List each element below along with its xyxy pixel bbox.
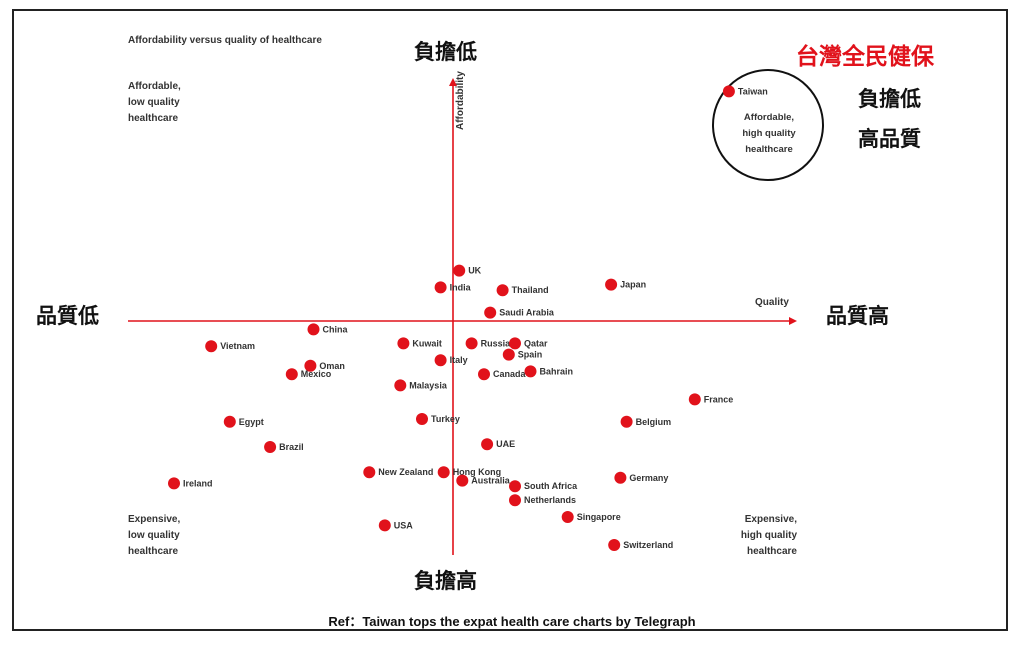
data-point-vietnam: [205, 340, 218, 353]
data-point-france: [688, 393, 701, 406]
reference-note: Ref：Taiwan tops the expat health care ch…: [328, 614, 696, 629]
data-point-south-africa: [509, 480, 521, 493]
data-point-oman: [304, 359, 317, 372]
callout-line: healthcare: [745, 144, 793, 155]
chart-subtitle: Affordability versus quality of healthca…: [128, 35, 322, 46]
quadrant-top-left-label: Affordable, low quality healthcare: [128, 79, 181, 127]
callout-line: Affordable,: [743, 112, 795, 123]
quadrant-line: healthcare: [128, 546, 179, 557]
quadrant-line: Expensive,: [744, 514, 797, 525]
data-point-ireland: [168, 477, 180, 490]
data-point-label: USA: [394, 520, 414, 530]
data-point-label: Brazil: [279, 442, 304, 452]
data-point-malaysia: [394, 379, 407, 392]
taiwan-callout-text: Affordable, high quality healthcare: [733, 110, 805, 158]
data-point-egypt: [223, 415, 236, 428]
brand-tagline-1: 負擔低: [858, 87, 921, 111]
data-point-usa: [378, 519, 391, 532]
data-point-hong-kong: [437, 466, 450, 479]
data-point-mexico: [285, 368, 298, 381]
data-point-label: Malaysia: [409, 380, 448, 390]
axis-bottom-label: 負擔高: [414, 569, 477, 593]
data-point-label: Vietnam: [220, 341, 255, 351]
data-point-india: [434, 281, 447, 294]
data-point-label: Qatar: [524, 338, 548, 348]
data-point-brazil: [264, 441, 277, 453]
data-point-label: UAE: [496, 439, 515, 449]
data-point-label: Italy: [450, 355, 468, 365]
quadrant-line: high quality: [740, 530, 797, 541]
data-point-switzerland: [608, 539, 621, 551]
quadrant-bottom-left-label: Expensive, low quality healthcare: [128, 512, 180, 560]
data-point-label: France: [704, 394, 734, 404]
callout-line: high quality: [742, 128, 796, 139]
quadrant-line: healthcare: [746, 546, 797, 557]
brand-tagline-2: 高品質: [858, 127, 921, 151]
data-point-label: China: [323, 324, 349, 334]
data-point-label: Belgium: [636, 417, 672, 427]
data-point-label: Spain: [518, 350, 543, 360]
quadrant-line: healthcare: [128, 113, 179, 124]
data-point-label: Turkey: [431, 414, 460, 424]
data-point-canada: [478, 368, 490, 381]
axis-right-label: 品質高: [826, 304, 889, 328]
data-point-label: Mexico: [301, 369, 332, 379]
data-point-label: Switzerland: [623, 540, 673, 550]
data-point-label: Saudi Arabia: [499, 308, 555, 318]
data-point-label: Oman: [319, 361, 345, 371]
taiwan-callout-circle: [712, 69, 824, 181]
data-point-japan: [605, 278, 618, 291]
data-point-label: South Africa: [524, 481, 578, 491]
data-point-label: Egypt: [239, 417, 264, 427]
data-point-australia: [456, 474, 469, 487]
data-point-label: Thailand: [512, 285, 549, 295]
data-point-bahrain: [524, 365, 537, 378]
data-point-qatar: [509, 337, 521, 350]
data-point-label: New Zealand: [378, 467, 433, 477]
data-point-netherlands: [509, 494, 521, 507]
data-point-label: India: [450, 282, 472, 292]
data-point-uk: [453, 264, 466, 277]
data-point-label: Germany: [629, 473, 668, 483]
quadrant-bottom-right-label: Expensive, high quality healthcare: [733, 512, 797, 560]
data-point-spain: [502, 348, 515, 361]
chart-frame: [12, 9, 1008, 631]
axis-top-label: 負擔低: [414, 40, 477, 64]
data-point-thailand: [496, 284, 509, 297]
data-point-label: Bahrain: [540, 366, 574, 376]
data-point-germany: [614, 471, 627, 484]
data-point-new-zealand: [363, 466, 376, 479]
quadrant-line: low quality: [128, 97, 180, 108]
data-point-label: Singapore: [577, 512, 621, 522]
data-point-label: Australia: [471, 476, 511, 486]
axis-left-label: 品質低: [36, 304, 99, 328]
data-point-saudi-arabia: [484, 306, 497, 319]
quadrant-line: Affordable,: [128, 81, 181, 92]
data-point-taiwan: [722, 85, 735, 98]
data-point-label: UK: [468, 266, 481, 276]
data-point-turkey: [416, 413, 428, 425]
data-point-label: Japan: [620, 280, 646, 290]
data-point-label: Russia: [481, 338, 512, 348]
data-point-italy: [434, 354, 447, 367]
data-point-kuwait: [397, 337, 410, 350]
data-point-china: [307, 323, 320, 336]
data-point-russia: [465, 337, 478, 350]
data-point-label: Ireland: [183, 478, 213, 488]
data-point-uae: [481, 438, 494, 451]
data-point-label: Hong Kong: [453, 467, 502, 477]
data-point-label: Kuwait: [412, 338, 442, 348]
data-point-label: Taiwan: [738, 86, 768, 96]
data-point-belgium: [620, 415, 633, 428]
data-point-label: Netherlands: [524, 495, 576, 505]
quadrant-line: Expensive,: [128, 514, 181, 525]
brand-title: 台灣全民健保: [796, 44, 934, 70]
data-point-singapore: [561, 511, 574, 523]
x-axis-title: Quality: [755, 297, 789, 308]
data-point-label: Canada: [493, 369, 527, 379]
quadrant-line: low quality: [128, 530, 180, 541]
